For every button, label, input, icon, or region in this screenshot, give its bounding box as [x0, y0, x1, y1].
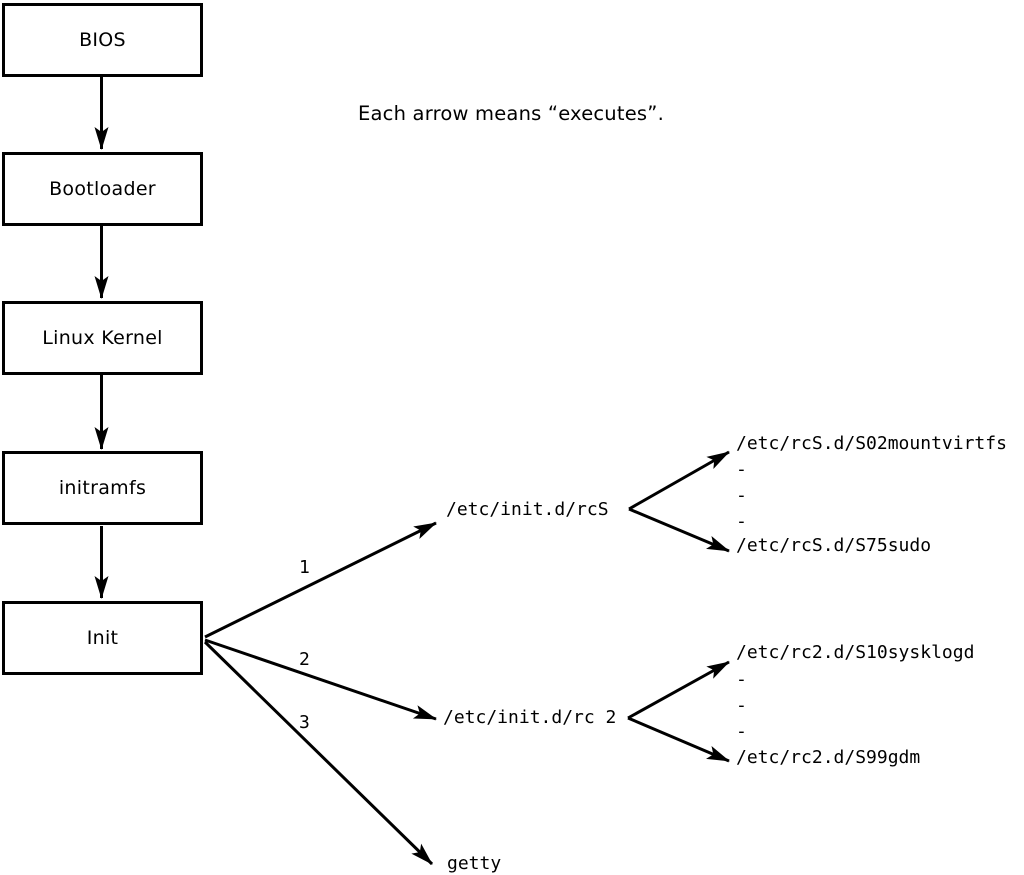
rc2-child-s99gdm: /etc/rc2.d/S99gdm: [736, 747, 921, 768]
arrow-label-2: 2: [299, 649, 310, 670]
node-initramfs-label: initramfs: [58, 477, 147, 499]
node-bios: BIOS: [2, 3, 203, 77]
arrow-init-to-getty: [203, 640, 434, 866]
node-bootloader: Bootloader: [2, 152, 203, 226]
node-init: Init: [2, 601, 203, 675]
node-bootloader-label: Bootloader: [49, 178, 156, 200]
rcs-child-s75sudo: /etc/rcS.d/S75sudo: [736, 535, 932, 556]
node-linux-kernel-label: Linux Kernel: [42, 327, 163, 349]
rc2-child-dash: -: [736, 695, 747, 716]
node-rc2-script: /etc/init.d/rc 2: [443, 707, 617, 728]
rcs-child-dash: -: [736, 459, 747, 480]
arrow-init-to-rc2: [204, 638, 437, 721]
rc2-child-dash: -: [736, 721, 747, 742]
arrow-rc2-to-s10sysklogd: [627, 660, 730, 720]
node-getty: getty: [447, 853, 502, 874]
node-init-label: Init: [86, 627, 119, 649]
rc2-child-dash: -: [736, 669, 747, 690]
node-initramfs: initramfs: [2, 451, 203, 525]
arrow-rcs-to-s75sudo: [628, 507, 730, 553]
node-linux-kernel: Linux Kernel: [2, 301, 203, 375]
arrow-init-to-rcs: [204, 521, 437, 639]
arrow-label-3: 3: [299, 712, 310, 733]
node-bios-label: BIOS: [79, 29, 126, 51]
rcs-child-dash: -: [736, 485, 747, 506]
arrow-label-1: 1: [299, 557, 310, 578]
node-rcs-script: /etc/init.d/rcS: [446, 499, 609, 520]
arrow-rc2-to-s99gdm: [627, 716, 730, 763]
rcs-child-dash: -: [736, 511, 747, 532]
legend-note: Each arrow means “executes”.: [358, 102, 664, 125]
arrow-rcs-to-s02mountvirtfs: [628, 450, 730, 511]
rcs-child-s02mountvirtfs: /etc/rcS.d/S02mountvirtfs: [736, 433, 1007, 454]
rc2-child-s10sysklogd: /etc/rc2.d/S10sysklogd: [736, 642, 975, 663]
